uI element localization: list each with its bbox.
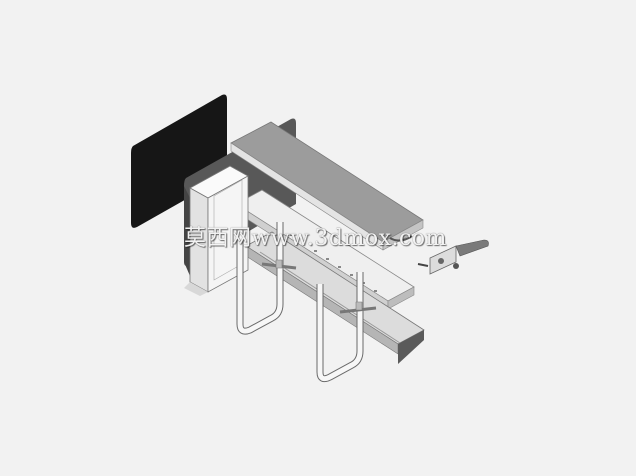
black-back-panel — [131, 94, 227, 228]
small-clamp-part — [417, 239, 489, 275]
left-frame-bracket — [236, 222, 297, 335]
right-frame-bracket — [316, 272, 377, 383]
mounting-plate-edge — [184, 186, 190, 276]
top-rail — [230, 121, 424, 251]
watermark-text: 莫西网www.3dmox.com — [184, 226, 447, 251]
